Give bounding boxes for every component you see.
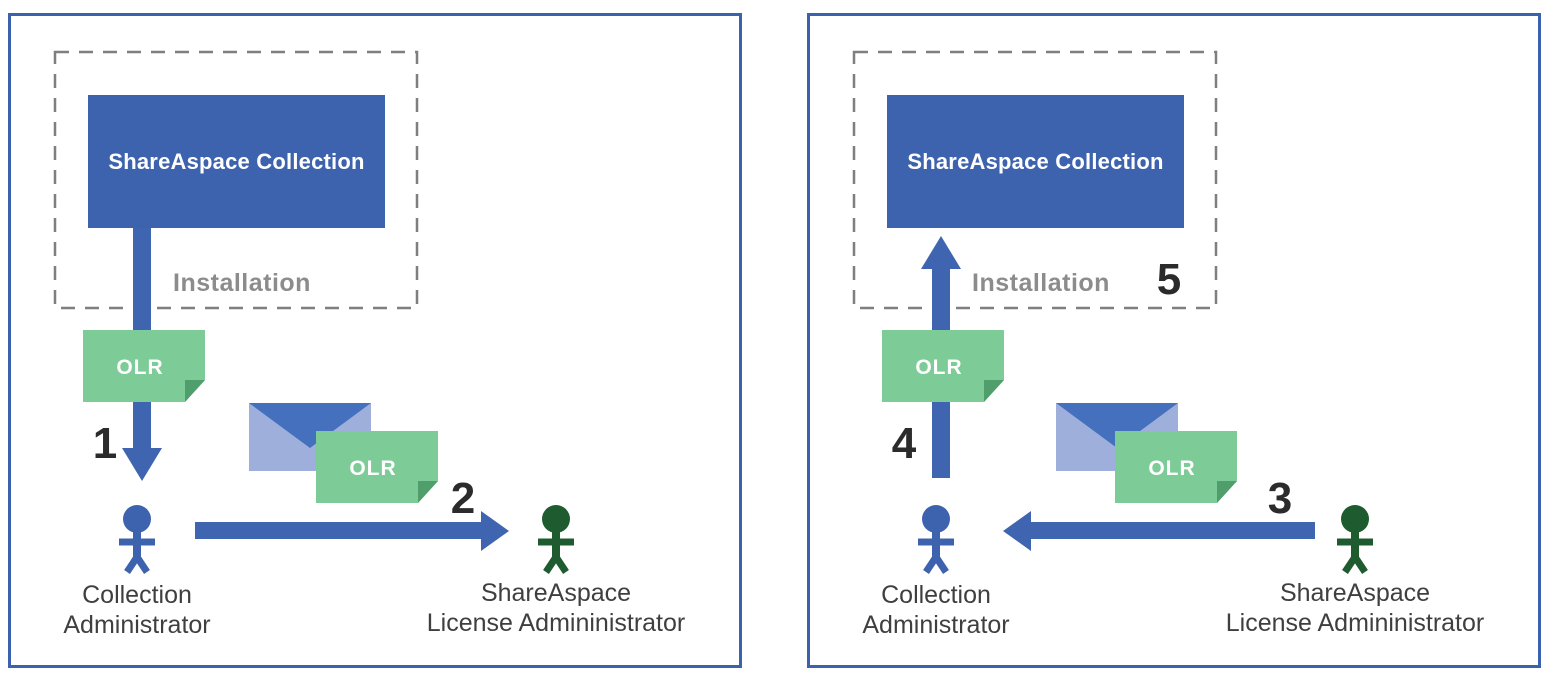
person-head	[123, 505, 151, 533]
collection-box-label: ShareAspace Collection	[108, 148, 365, 174]
collection-admin-person-icon	[918, 505, 954, 574]
step-number: 4	[891, 419, 917, 468]
shareaspace-collection-box: ShareAspace Collection	[88, 95, 385, 228]
license-admin-label: ShareAspace License Admininistrator	[1225, 579, 1485, 637]
olr-install-panel: ShareAspace Collection Installation 5 OL…	[807, 13, 1541, 668]
person-leg	[1352, 555, 1368, 574]
collection-box-label: ShareAspace Collection	[907, 148, 1164, 174]
step-number: 3	[1267, 474, 1293, 523]
arrow-shaft	[1029, 522, 1315, 539]
arrow-left-icon	[1003, 511, 1315, 551]
arrow-head	[1003, 511, 1031, 551]
shareaspace-collection-box: ShareAspace Collection	[887, 95, 1184, 228]
collection-admin-label: Collection Administrator	[862, 581, 1010, 639]
step-number: 5	[1156, 255, 1182, 304]
olr-document-label: OLR	[116, 356, 163, 379]
license-admin-label: ShareAspace License Admininistrator	[426, 579, 686, 637]
olr-document-icon: OLR	[83, 330, 205, 402]
olr-document-icon: OLR	[882, 330, 1004, 402]
olr-document-label: OLR	[1148, 457, 1195, 480]
person-head	[1341, 505, 1369, 533]
arrow-head	[122, 448, 162, 481]
dashed-border	[53, 50, 419, 310]
olr-document-label: OLR	[915, 356, 962, 379]
arrow-head	[481, 511, 509, 551]
document-page	[83, 330, 205, 402]
arrow-head	[921, 236, 961, 269]
folded-corner	[418, 481, 438, 503]
folded-corner	[185, 380, 205, 402]
license-admin-person-icon	[1337, 505, 1373, 574]
dashed-border	[852, 50, 1218, 310]
person-head	[922, 505, 950, 533]
document-page	[882, 330, 1004, 402]
installation-boundary	[852, 50, 1218, 310]
license-admin-person-icon	[538, 505, 574, 574]
step-number: 1	[92, 419, 118, 468]
person-head	[542, 505, 570, 533]
installation-label: Installation	[972, 269, 1110, 297]
person-leg	[933, 555, 949, 574]
collection-admin-label: Collection Administrator	[63, 581, 211, 639]
arrow-right-icon	[195, 511, 509, 551]
step-number: 2	[450, 474, 476, 523]
envelope-flap	[1056, 403, 1178, 448]
document-page	[316, 431, 438, 503]
olr-request-panel: ShareAspace Collection Installation OLR …	[8, 13, 742, 668]
olr-document-icon: OLR	[1115, 431, 1237, 503]
folded-corner	[984, 380, 1004, 402]
envelope-flap	[249, 403, 371, 448]
installation-label: Installation	[173, 269, 311, 297]
person-leg	[134, 555, 150, 574]
arrow-shaft	[195, 522, 483, 539]
olr-document-label: OLR	[349, 457, 396, 480]
collection-admin-person-icon	[119, 505, 155, 574]
olr-document-icon: OLR	[316, 431, 438, 503]
person-leg	[553, 555, 569, 574]
folded-corner	[1217, 481, 1237, 503]
installation-boundary	[53, 50, 419, 310]
document-page	[1115, 431, 1237, 503]
